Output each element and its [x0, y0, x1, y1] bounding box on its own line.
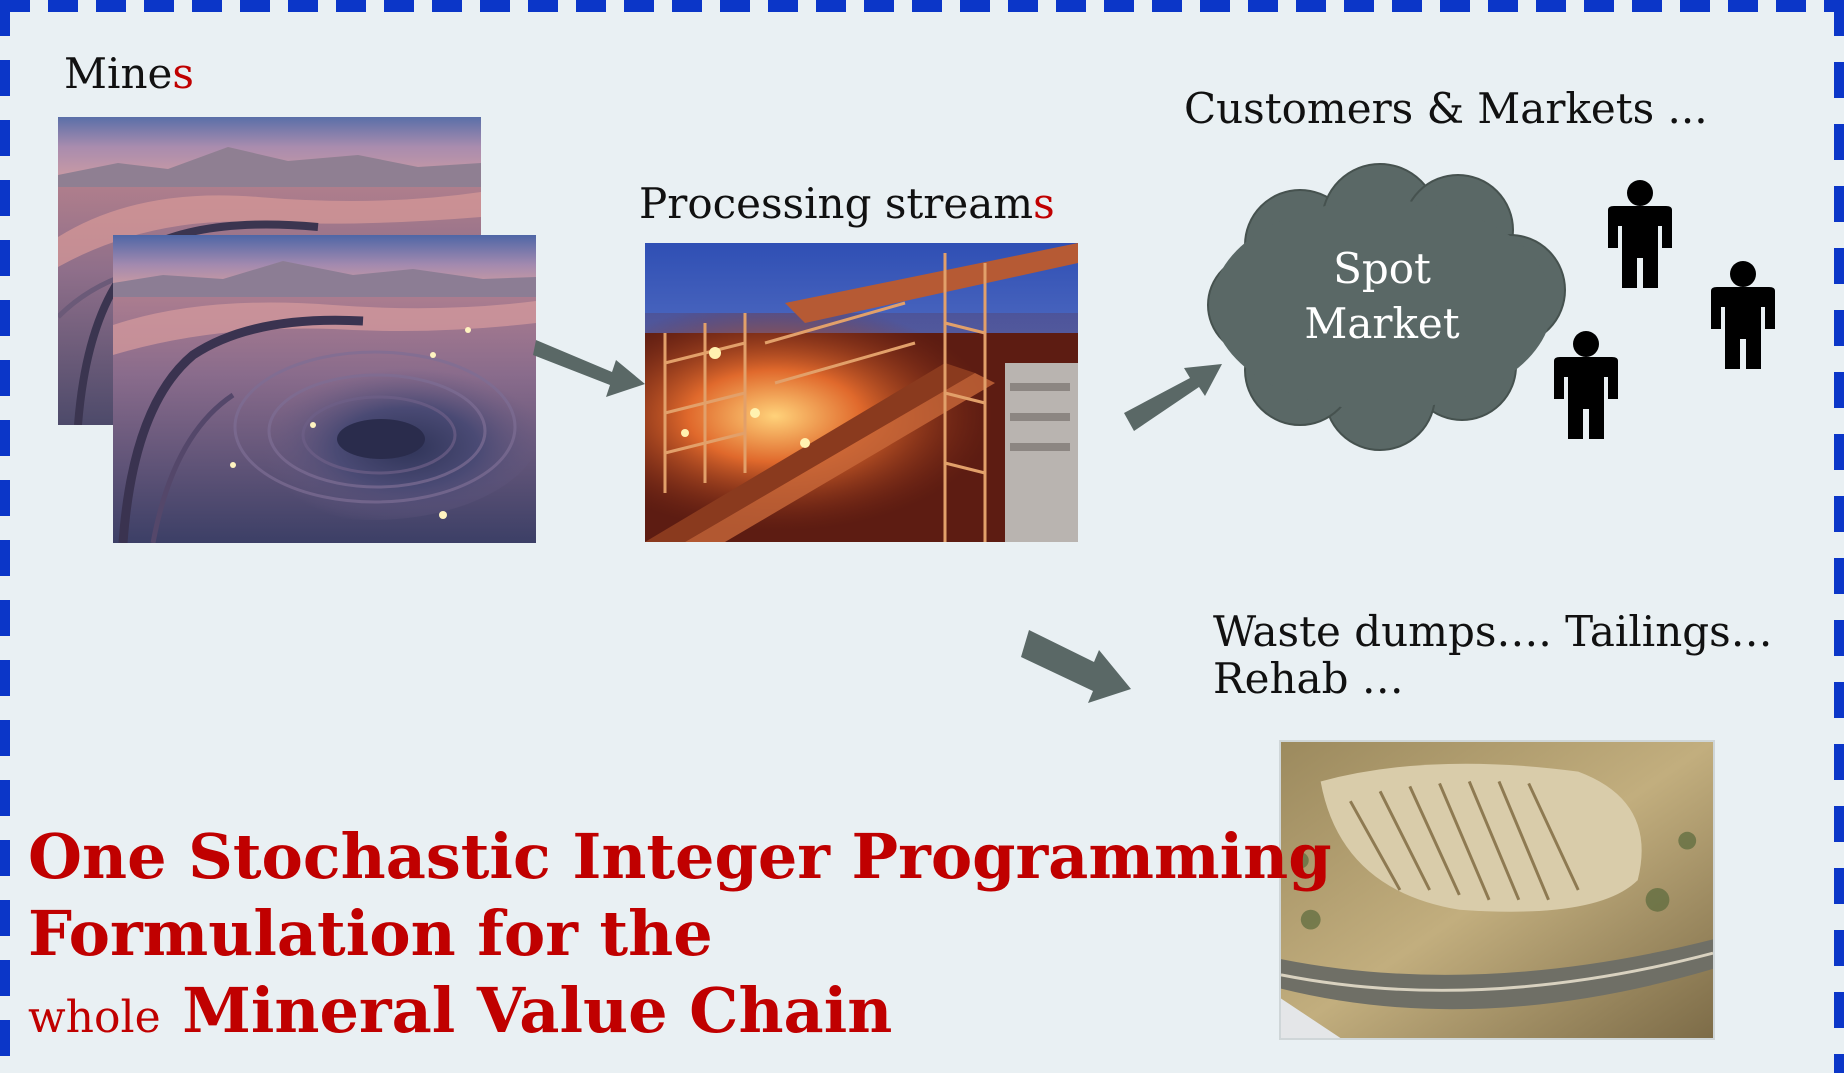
- waste-label-line1: Waste dumps…. Tailings…: [1213, 607, 1773, 656]
- arrow-processing-to-waste: [1021, 630, 1131, 703]
- border-right: [1834, 0, 1844, 1073]
- processing-label-plural: s: [1033, 179, 1055, 228]
- mines-label-plural: s: [172, 49, 194, 98]
- title-line3-main: Mineral Value Chain: [182, 974, 893, 1047]
- customers-markets-label: Customers & Markets ...: [1184, 84, 1708, 133]
- spot-market-line1: Spot: [1333, 244, 1431, 293]
- mines-label: Mines: [64, 50, 194, 97]
- title-line3: whole Mineral Value Chain: [28, 972, 1332, 1056]
- customer-figure-3: [1554, 331, 1618, 439]
- waste-dump-photo: [1279, 740, 1715, 1040]
- waste-label: Waste dumps…. Tailings… Rehab …: [1213, 608, 1773, 702]
- border-left: [0, 0, 10, 1073]
- processing-plant-photo: [645, 243, 1078, 542]
- processing-label-text: Processing stream: [639, 179, 1034, 228]
- slide-title: One Stochastic Integer Programming Formu…: [28, 818, 1332, 1056]
- border-top: [0, 0, 1844, 12]
- mine-photo-front: [113, 235, 536, 543]
- arrow-processing-to-market: [1124, 364, 1222, 431]
- spot-market-line2: Market: [1304, 299, 1459, 348]
- spot-market-cloud: [1207, 163, 1566, 451]
- title-line1: One Stochastic Integer Programming: [28, 820, 1332, 893]
- customer-figure-1: [1608, 180, 1672, 288]
- title-line3-small: whole: [28, 992, 161, 1043]
- waste-label-line2: Rehab …: [1213, 654, 1404, 704]
- title-line2: Formulation for the: [28, 897, 713, 970]
- arrow-mines-to-processing: [533, 340, 645, 397]
- customer-figure-2: [1711, 261, 1775, 369]
- processing-label: Processing streams: [639, 180, 1055, 227]
- mines-label-text: Mine: [64, 49, 173, 98]
